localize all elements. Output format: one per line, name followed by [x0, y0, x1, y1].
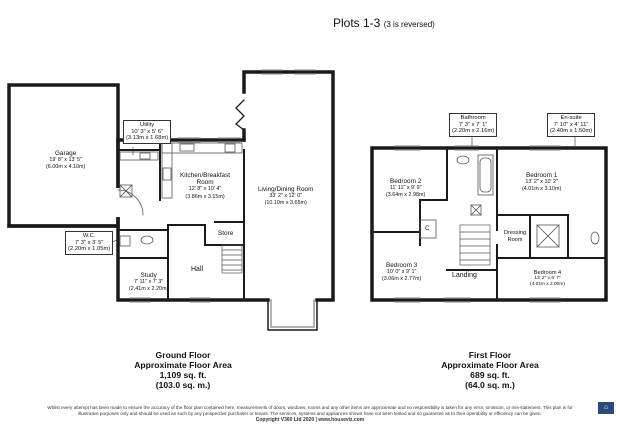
room-dims: 13' 2" x 10' 2": [525, 179, 558, 186]
area-sqm: (103.0 sq. m.): [155, 380, 211, 390]
room-dims: 7' 11" x 7' 3": [134, 279, 164, 286]
room-name: Bedroom 3: [385, 262, 418, 269]
room-metric: (4.01m x 2.00m): [530, 282, 565, 288]
room-metric: (10.10m x 3.65m): [264, 200, 307, 207]
room-cupboard: C: [425, 225, 430, 232]
first-floor-walls: [370, 146, 608, 302]
disclaimer: Whilst every attempt has been made to en…: [6, 405, 614, 423]
room-kitchen: Kitchen/Breakfast Room 12' 8" x 10' 4" (…: [180, 172, 230, 201]
room-hall: Hall: [191, 266, 203, 273]
page-title: Plots 1-3 (3 is reversed): [333, 16, 435, 30]
room-dims: 11' 11" x 9' 9": [389, 185, 422, 192]
plot-title: Plots 1-3: [333, 16, 381, 30]
room-name: Kitchen/Breakfast: [180, 172, 231, 179]
room-wc: W.C. 7' 3" x 3' 5" (2.20m x 1.05m): [65, 231, 114, 255]
room-metric: (2.40m x 1.50m): [550, 128, 593, 135]
cupboard: [419, 219, 437, 239]
disclaimer-line-2: illustrative purposes only and should be…: [78, 411, 542, 416]
room-name: W.C.: [82, 233, 96, 239]
room-metric: (6.00m x 4.10m): [46, 164, 86, 171]
room-utility: Utility 10' 3" x 5' 6" (3.13m x 1.68m): [123, 120, 172, 144]
area-sqm: (64.0 sq. m.): [465, 380, 515, 390]
room-metric: (3.06m x 2.77m): [382, 276, 422, 283]
room-name: Bedroom 4: [533, 270, 562, 276]
room-living: Living/Dining Room 33' 2" x 12' 0" (10.1…: [258, 186, 313, 208]
bifold-door-icon: [235, 99, 245, 131]
room-name-2: Room: [507, 237, 523, 244]
ground-windows: [129, 69, 316, 303]
room-name: Bathroom: [460, 115, 486, 121]
room-bedroom-2: Bedroom 2 11' 11" x 9' 9" (3.64m x 2.98m…: [386, 178, 425, 200]
room-dims: 10' 0" x 9' 1": [386, 269, 417, 276]
first-windows: [394, 145, 561, 303]
room-metric: (3.64m x 2.98m): [386, 192, 426, 199]
room-bedroom-4: Bedroom 4 13' 2" x 6' 7" (4.01m x 2.00m): [530, 270, 565, 289]
room-bedroom-1: Bedroom 1 13' 2" x 10' 2" (4.01m x 3.10m…: [522, 172, 561, 194]
room-dims: 13' 2" x 6' 7": [534, 276, 561, 282]
room-store: Store: [218, 230, 233, 237]
room-name: Utility: [140, 122, 155, 128]
first-floor-area: First Floor Approximate Floor Area 689 s…: [420, 350, 560, 390]
wc-fixtures: [119, 235, 154, 247]
first-stairs: [459, 224, 491, 266]
room-name: Living/Dining Room: [258, 186, 314, 193]
room-metric: (4.01m x 3.10m): [522, 186, 562, 193]
room-name: Study: [140, 272, 157, 279]
room-name: Store: [218, 230, 234, 237]
room-bedroom-3: Bedroom 3 10' 0" x 9' 1" (3.06m x 2.77m): [382, 262, 421, 284]
room-landing: Landing: [452, 272, 477, 279]
copyright: Copyright V360 Ltd 2020 | www.houseviz.c…: [255, 417, 365, 423]
room-metric: (2.41m x 2.20m): [129, 286, 169, 293]
room-bathroom: Bathroom 7' 3" x 7' 1" (2.20m x 2.16m): [449, 113, 498, 137]
floor-label: First Floor: [468, 350, 512, 360]
room-dims: 7' 10" x 4' 11": [553, 121, 589, 128]
room-metric: (3.86m x 3.15m): [185, 193, 225, 200]
room-dims: 12' 8" x 10' 4": [188, 186, 222, 193]
disclaimer-line-1: Whilst every attempt has been made to en…: [47, 405, 573, 410]
area-label: Approximate Floor Area: [134, 360, 232, 370]
room-dims: 10' 3" x 5' 6": [131, 128, 163, 135]
room-metric: (3.13m x 1.68m): [126, 135, 169, 142]
room-garage: Garage 19' 8" x 13' 5" (6.00m x 4.10m): [46, 150, 85, 172]
room-metric: (2.20m x 2.16m): [452, 128, 495, 135]
area-label: Approximate Floor Area: [441, 360, 539, 370]
room-name: Bedroom 2: [389, 178, 422, 185]
ground-stairs: [221, 244, 243, 274]
area-sqft: 689 sq. ft.: [470, 370, 510, 380]
room-study: Study 7' 11" x 7' 3" (2.41m x 2.20m): [129, 272, 168, 294]
room-name-2: Room: [196, 179, 214, 187]
room-name: En-suite: [560, 115, 582, 121]
room-name: C: [425, 225, 430, 232]
room-dressing: Dressing Room: [504, 230, 526, 244]
room-metric: (2.20m x 1.05m): [68, 246, 111, 253]
room-dims: 33' 2" x 12' 0": [269, 193, 302, 200]
ensuite-fixtures: [536, 224, 600, 248]
room-ensuite: En-suite 7' 10" x 4' 11" (2.40m x 1.50m): [547, 113, 596, 137]
plot-note: (3 is reversed): [383, 20, 435, 29]
room-name: Landing: [452, 272, 477, 279]
room-name: Dressing: [504, 230, 527, 236]
area-sqft: 1,109 sq. ft.: [159, 370, 207, 380]
bay-window: [267, 299, 318, 331]
room-dims: 7' 3" x 7' 1": [458, 121, 488, 128]
ground-floor-area: Ground Floor Approximate Floor Area 1,10…: [118, 350, 248, 390]
room-name: Garage: [54, 150, 77, 157]
room-dims: 7' 3" x 3' 5": [74, 239, 104, 246]
room-name: Bedroom 1: [525, 172, 558, 179]
room-dims: 19' 8" x 13' 5": [49, 157, 82, 164]
houseviz-logo-icon: ⌂: [598, 402, 614, 414]
floor-label: Ground Floor: [155, 350, 211, 360]
room-name: Hall: [191, 266, 204, 273]
kitchen-fixtures: [119, 142, 243, 199]
bathroom-fixtures: [456, 154, 494, 216]
